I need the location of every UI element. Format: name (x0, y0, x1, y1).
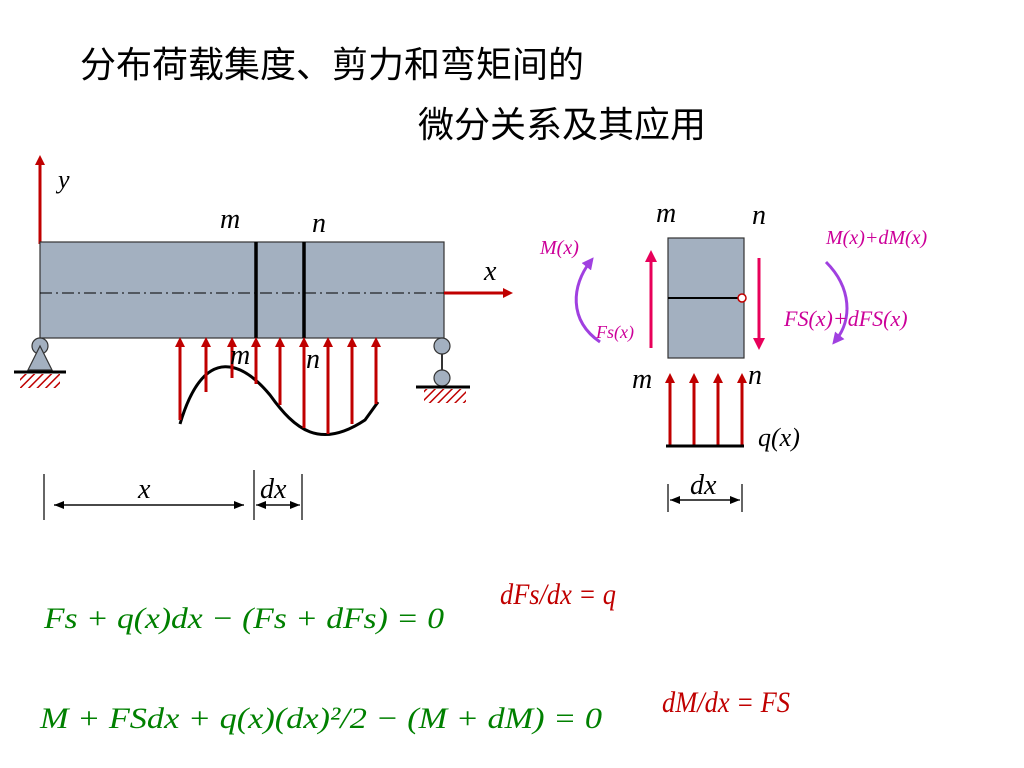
moment-right-label: M(x)+dM(x) (825, 227, 928, 249)
element-load-arrows (665, 373, 747, 446)
section-m-label-top: m (220, 204, 240, 235)
element-n-label-bottom: n (748, 360, 762, 391)
equation-moment: M + FSdx + q(x)(dx)²/2 − (M + dM) = 0 (39, 702, 602, 735)
element-diagram: m n m n M(x) M(x)+dM(x) Fs(x) FS(x)+dFS(… (539, 198, 928, 512)
moment-left-arc (574, 257, 601, 344)
equations: Fs + q(x)dx − (Fs + dFs) = 0 M + FSdx + … (39, 578, 790, 735)
load-arrows (175, 337, 381, 434)
beam-diagram: y x m n m n (14, 155, 513, 520)
y-axis-label: y (55, 165, 70, 194)
section-n-label-bottom: n (306, 344, 320, 375)
section-m-label-bottom: m (230, 340, 250, 371)
page-title-line2: 微分关系及其应用 (418, 105, 707, 146)
element-load-label: q(x) (758, 423, 800, 452)
dimension-x-label: x (137, 474, 151, 505)
page-title-line1: 分布荷载集度、剪力和弯矩间的 (80, 45, 585, 86)
x-axis-label: x (483, 256, 497, 287)
moment-right-arc (824, 260, 849, 345)
shear-right-label: FS(x)+dFS(x) (783, 306, 908, 331)
left-pin-support (14, 337, 66, 388)
section-n-label-top: n (312, 208, 326, 239)
result-moment-derivative: dM/dx = FS (662, 686, 790, 719)
dimension-dx-label: dx (260, 474, 287, 505)
shear-left-label: Fs(x) (595, 322, 634, 343)
element-m-label-top: m (656, 198, 676, 229)
element-moment-point (737, 293, 747, 303)
moment-left-label: M(x) (539, 237, 579, 259)
element-dx-label: dx (690, 470, 717, 501)
right-roller-support (416, 337, 470, 403)
element-m-label-bottom: m (632, 364, 652, 395)
result-shear-derivative: dFs/dx = q (500, 578, 616, 611)
equation-shear: Fs + q(x)dx − (Fs + dFs) = 0 (43, 602, 444, 635)
element-n-label-top: n (752, 200, 766, 231)
dimension-lines (43, 470, 303, 520)
beam-body (39, 241, 445, 339)
